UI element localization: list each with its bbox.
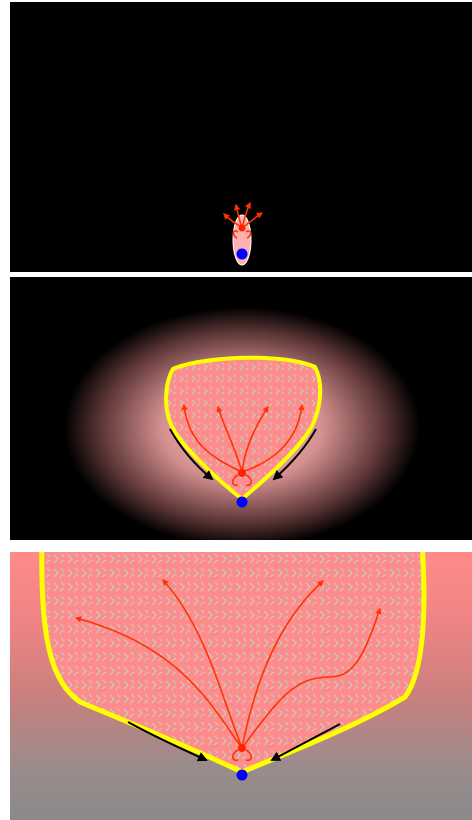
expanded-center-node [238, 744, 246, 752]
panel-growing [10, 277, 472, 540]
growing-base-node [237, 497, 248, 508]
seed-center-node [239, 225, 246, 232]
panel-initial [10, 2, 472, 272]
panel-1-canvas [10, 2, 472, 272]
panel-2-canvas [10, 277, 472, 540]
expanded-base-node [237, 770, 248, 781]
panel-expanded [10, 552, 472, 820]
panel-3-canvas [10, 552, 472, 820]
expanded-region-boundary [42, 552, 424, 772]
growing-center-node [238, 469, 246, 477]
seed-base-node [237, 249, 248, 260]
